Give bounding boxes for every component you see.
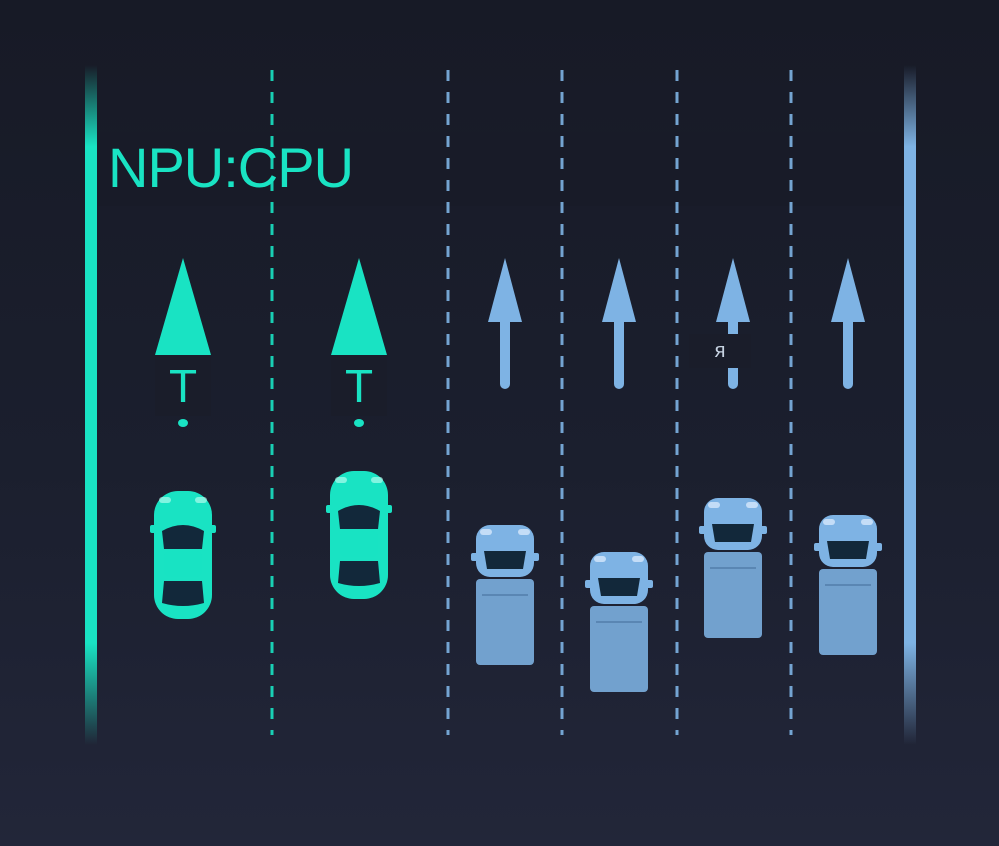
arrow-shaft [614,315,624,389]
direction-arrow-icon [602,258,636,322]
direction-arrow-icon [331,258,387,355]
truck-icon [814,515,882,655]
lane-label: T [155,356,211,416]
direction-arrow-icon [716,258,750,322]
car-icon [326,471,392,599]
arrow-shaft [500,315,510,389]
arrow-tail-dot-icon [354,419,364,427]
title-band [98,132,904,206]
right-road-edge [904,65,916,745]
direction-arrow-icon [831,258,865,322]
direction-arrow-icon [155,258,211,355]
lane-label: я [689,334,751,368]
car-icon [150,491,216,619]
arrow-tail-dot-icon [178,419,188,427]
scene-title: NPU:CPU [108,136,354,199]
lane-label: T [331,356,387,416]
left-road-edge [85,65,97,745]
truck-icon [699,498,767,638]
truck-icon [585,552,653,692]
truck-icon [471,525,539,665]
direction-arrow-icon [488,258,522,322]
arrow-shaft [843,315,853,389]
